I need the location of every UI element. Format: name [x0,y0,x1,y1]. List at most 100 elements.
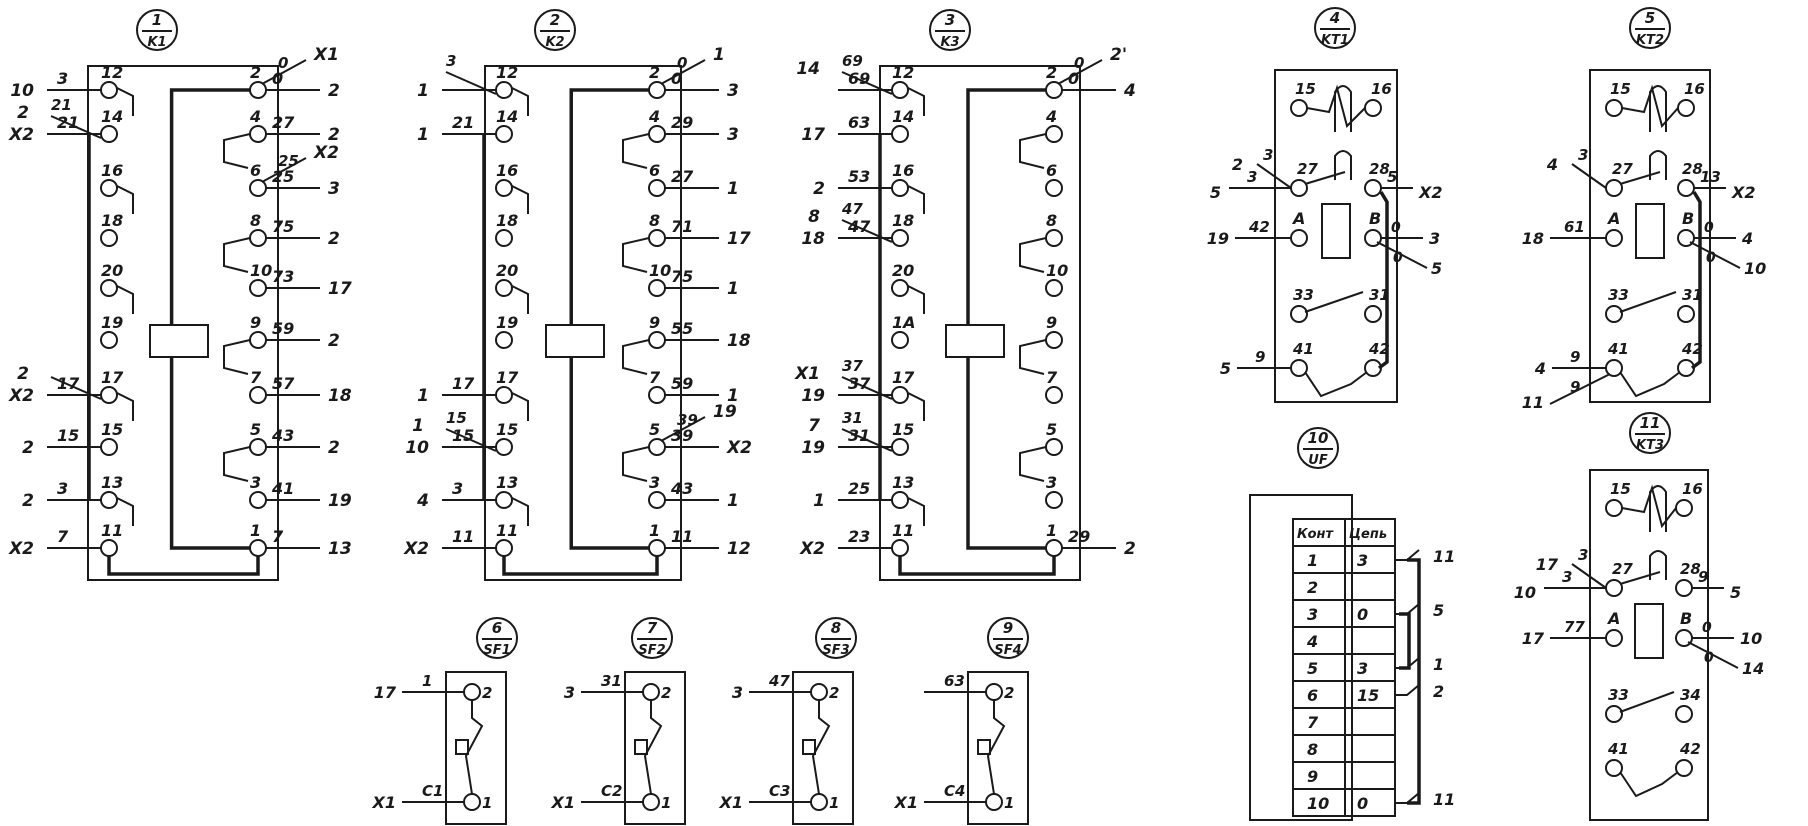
terminal-number: 2 [1046,63,1057,82]
wire-number: 3 [1263,146,1273,164]
terminal-circle [1675,759,1693,777]
component-header-circle [136,9,178,51]
wire-destination: 7 [808,416,820,436]
wire-number: 3 [452,479,463,498]
wire-number: 37 [848,374,871,393]
terminal-number: 8 [649,211,660,230]
terminal-circle [1605,229,1623,247]
terminal-circle [249,491,267,509]
wire-number: 11 [452,527,474,546]
wire-destination: 4 [1741,229,1753,248]
wire-number: 27 [671,167,694,186]
terminal-number: 41 [1292,340,1314,358]
terminal-number: 16 [892,161,914,180]
wire-number: 7 [57,527,69,546]
wire-destination: 3 [328,179,340,199]
wire-destination: X2 [313,143,339,163]
terminal-number: 9 [649,313,660,332]
contact-blade [907,285,925,314]
terminal-number: 20 [101,261,123,280]
wire-number: 31 [601,672,622,690]
terminal-circle [495,386,513,404]
breaker-housing [445,671,507,825]
contact-blade [907,497,925,526]
timer-coil-rect [1634,603,1664,659]
wire-number: 9 [1570,378,1580,396]
time-relay-housing [1274,69,1398,403]
wire-destination: 2 [328,81,340,101]
terminal-number: 28 [1682,160,1703,178]
terminal-wire [1571,563,1607,589]
terminal-number: 1A [892,313,916,332]
wire-destination: 2 [1124,539,1136,559]
terminal-wire [841,376,893,400]
terminal-wire [50,376,102,400]
wire-number: 63 [944,672,965,690]
terminal-number: 31 [1682,286,1703,304]
terminal-circle [1045,539,1063,557]
table-header-cell: Конт [1297,527,1335,542]
wire-number: 59 [671,374,693,393]
timer-coil-rect [1321,203,1351,259]
wire-destination: 18 [727,331,751,351]
wire-number: 0 [1704,650,1714,666]
terminal-circle [100,539,118,557]
table-contact-cell: 8 [1307,740,1318,759]
terminal-circle [1364,179,1382,197]
terminal-number: 28 [1680,560,1701,578]
terminal-wire [50,115,102,139]
terminal-number: 6 [649,161,660,180]
delay-arc [1649,150,1667,180]
wire-number: 13 [1700,168,1721,186]
component-number: 7 [647,619,658,637]
contact-blade [622,339,650,375]
terminal-circle [100,279,118,297]
wire-number: 69 [842,52,863,70]
wire-destination: 10 [1514,583,1536,602]
wire-destination: 18 [328,386,352,406]
wire-number: 47 [841,200,863,218]
terminal-circle [642,683,660,701]
delay-arc [1649,485,1667,532]
wire-number: 3 [57,69,68,88]
terminal-number: 7 [250,368,262,387]
terminal-circle [1677,179,1695,197]
terminal-number: 18 [892,211,914,230]
terminal-circle [249,125,267,143]
time-relay-housing [1589,469,1709,821]
wire-number: 25 [848,479,870,498]
wire-number: 15 [446,409,467,427]
contact-blade [116,87,134,116]
terminal-number: 11 [496,521,518,540]
wire-destination: 17 [727,229,751,249]
table-contact-cell: 6 [1307,686,1318,705]
wire-number: 0 [1706,250,1716,266]
table-contact-cell: 1 [1307,551,1318,570]
terminal-circle [1045,491,1063,509]
contact-blade [907,392,925,421]
terminal-number: 1 [250,521,261,540]
component-header-circle [987,617,1029,659]
contact-blade [223,339,251,375]
terminal-circle [891,81,909,99]
terminal-wire [660,59,706,85]
wire-number: 73 [272,267,294,286]
wire-destination: 2 [17,103,29,123]
terminal-number: 27 [1612,560,1633,578]
terminal-circle [495,279,513,297]
terminal-circle [985,793,1003,811]
wire-destination: X1 [313,45,339,65]
wire-destination: 3 [1429,229,1440,248]
connector-exit-label: 2 [1433,682,1444,701]
wire-number: 9 [1570,348,1580,366]
wire-destination: 17 [374,683,397,702]
component-designation: SF3 [822,643,849,658]
terminal-circle [1045,81,1063,99]
wire-destination: X2 [403,539,429,559]
terminal-number: 9 [1046,313,1057,332]
component-designation: K1 [147,35,166,50]
wire-destination: 8 [808,207,820,227]
wire-number: 39 [677,411,698,429]
wire-number: 21 [51,96,72,114]
terminal-circle [1364,99,1382,117]
